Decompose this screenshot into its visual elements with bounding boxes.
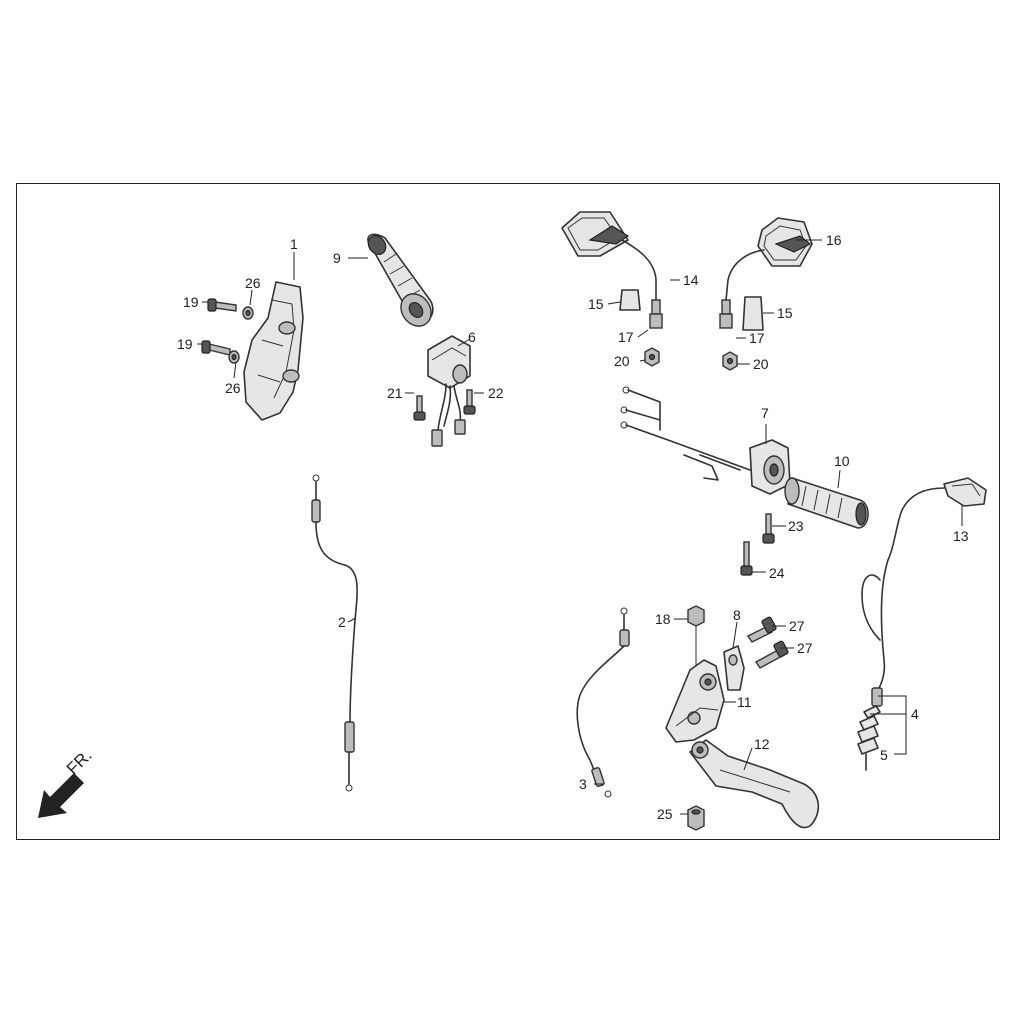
label-10: 10 — [834, 453, 850, 469]
label-26-lower: 26 — [225, 380, 241, 396]
part-14-mirror-left — [561, 211, 663, 329]
part-9-left-grip — [367, 233, 434, 327]
label-23: 23 — [788, 518, 804, 534]
part-23-screw — [762, 513, 775, 544]
part-26-washer-upper — [242, 306, 254, 320]
direction-label: FR. — [63, 746, 96, 779]
label-11: 11 — [737, 694, 752, 710]
part-3-cable — [576, 607, 630, 798]
label-19-upper: 19 — [183, 294, 199, 310]
part-10-right-grip — [784, 477, 869, 529]
part-27-screw-upper — [746, 616, 777, 643]
label-15-right: 15 — [777, 305, 793, 321]
part-7-right-switch — [620, 386, 791, 495]
part-8-bracket — [723, 645, 745, 691]
label-8: 8 — [733, 607, 741, 623]
part-1-housing-cover — [243, 281, 304, 421]
part-20-nut-right — [722, 351, 738, 371]
part-15-boot-left — [619, 289, 641, 311]
label-3: 3 — [579, 776, 587, 792]
label-20-right: 20 — [753, 356, 769, 372]
part-25-nut — [687, 805, 705, 831]
part-26-washer-lower — [228, 350, 240, 364]
part-16-mirror-right — [719, 217, 813, 329]
front-direction-arrow-icon — [38, 773, 84, 818]
label-17-right: 17 — [749, 330, 765, 346]
part-5-boot — [857, 705, 881, 771]
label-13: 13 — [953, 528, 969, 544]
label-16: 16 — [826, 232, 842, 248]
label-27-lower: 27 — [797, 640, 813, 656]
label-6: 6 — [468, 329, 476, 345]
part-24-screw — [740, 541, 753, 576]
label-19-lower: 19 — [177, 336, 193, 352]
label-25: 25 — [657, 806, 673, 822]
part-22-screw — [463, 389, 476, 415]
part-15-boot-right — [742, 296, 764, 331]
label-12: 12 — [754, 736, 770, 752]
callout-labels: 1 19 19 26 26 9 6 21 22 2 3 14 15 17 20 … — [177, 232, 969, 822]
label-5: 5 — [880, 747, 888, 763]
label-4: 4 — [911, 706, 919, 722]
leader-lines — [197, 239, 963, 815]
part-21-screw — [413, 395, 426, 421]
label-22: 22 — [488, 385, 504, 401]
part-4-cable — [861, 487, 945, 707]
label-9: 9 — [333, 250, 341, 266]
part-2-cable — [311, 474, 358, 792]
label-18: 18 — [655, 611, 671, 627]
label-7: 7 — [761, 405, 769, 421]
label-27-upper: 27 — [789, 618, 805, 634]
label-2: 2 — [338, 614, 346, 630]
part-19-screw-upper — [207, 298, 237, 312]
label-21: 21 — [387, 385, 403, 401]
label-14: 14 — [683, 272, 699, 288]
part-13-cable-cover — [943, 477, 987, 507]
label-15-left: 15 — [588, 296, 604, 312]
label-20-left: 20 — [614, 353, 630, 369]
part-20-nut-left — [644, 347, 660, 367]
label-26-upper: 26 — [245, 275, 261, 291]
label-24: 24 — [769, 565, 785, 581]
part-6-left-switch — [427, 335, 471, 447]
label-1: 1 — [290, 236, 298, 252]
label-17-left: 17 — [618, 329, 634, 345]
part-12-lever — [689, 739, 820, 829]
part-27-screw-lower — [754, 640, 789, 669]
diagram-frame — [16, 183, 1000, 840]
part-19-screw-lower — [201, 340, 231, 356]
part-11-lever-holder — [665, 659, 725, 743]
